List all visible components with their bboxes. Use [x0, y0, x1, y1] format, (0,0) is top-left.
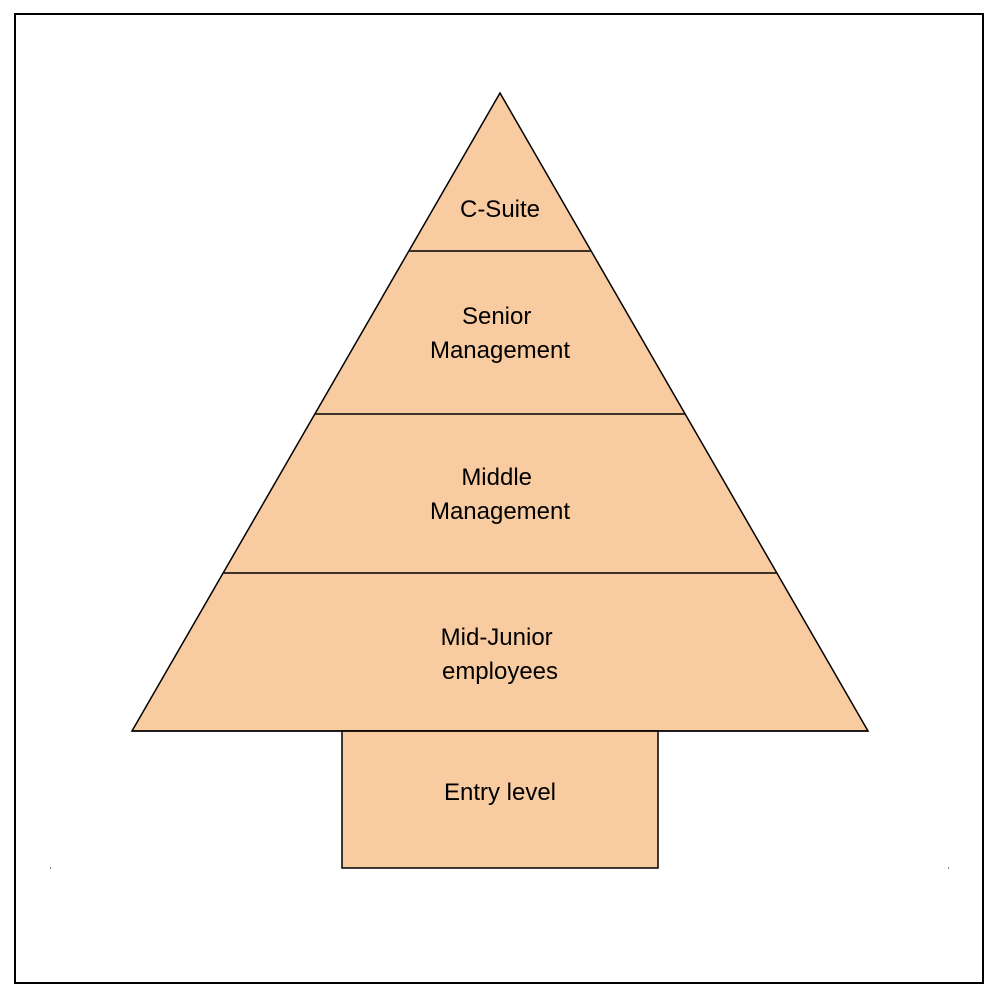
diagram-frame — [14, 13, 984, 984]
level-label-mid-junior-employees: Mid-Junior employees — [441, 624, 560, 685]
level-label-senior-management: Senior Management — [430, 303, 570, 364]
level-label-entry-level: Entry level — [444, 779, 556, 806]
level-label-middle-management: Middle Management — [430, 464, 570, 525]
level-label-csuite: C-Suite — [460, 196, 540, 223]
